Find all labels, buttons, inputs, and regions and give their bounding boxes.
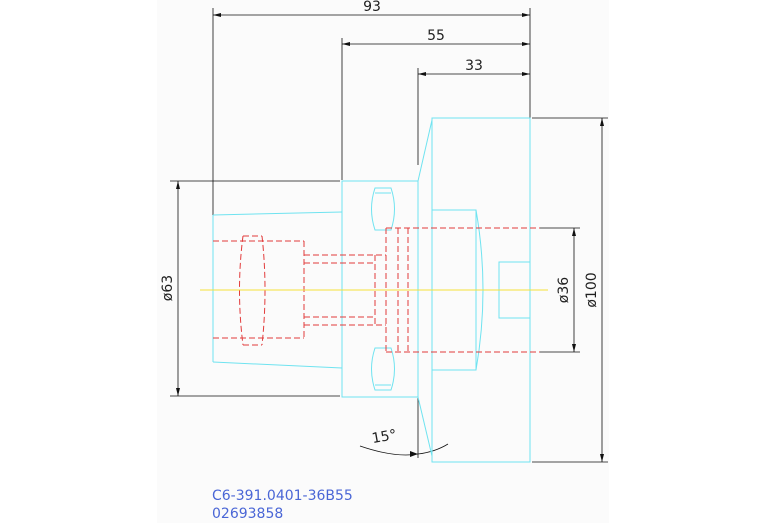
dim-dia-bore: ø36 bbox=[556, 277, 572, 303]
dimension-lines bbox=[170, 8, 608, 463]
order-number: 02693858 bbox=[212, 506, 283, 522]
dim-length-total: 93 bbox=[363, 0, 381, 15]
dim-length-mid: 55 bbox=[427, 28, 445, 44]
dimension-arrows bbox=[176, 13, 604, 462]
part-code: C6-391.0401-36B55 bbox=[212, 488, 353, 504]
hidden-lines bbox=[213, 227, 540, 353]
dim-length-flange: 33 bbox=[465, 58, 483, 74]
dim-dia-large: ø100 bbox=[584, 272, 600, 307]
dim-angle: 15° bbox=[371, 427, 398, 447]
angle-arrow bbox=[410, 451, 418, 457]
drawing-sheet bbox=[157, 0, 609, 523]
dim-dia-small: ø63 bbox=[160, 275, 176, 301]
